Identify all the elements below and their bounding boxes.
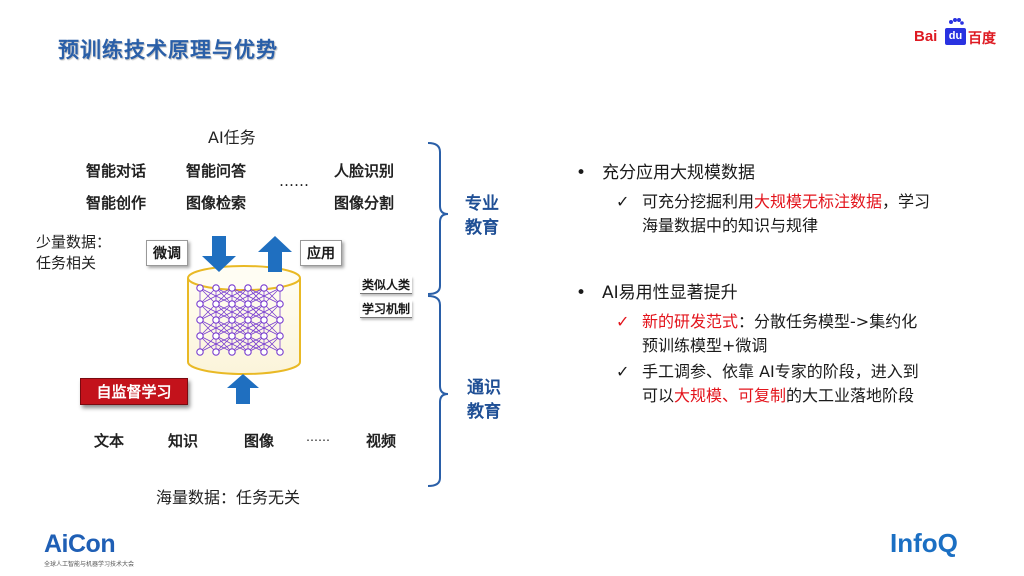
data-type-video: 视频 — [366, 432, 397, 450]
general-brace-icon — [427, 295, 449, 487]
aicon-subtitle: 全球人工智能与机器学习技术大会 — [44, 561, 135, 568]
apply-up-arrow-icon — [258, 236, 292, 272]
ellipsis-bottom: …… — [306, 430, 330, 444]
task-dialogue: 智能对话 — [86, 162, 147, 180]
neural-network-icon — [196, 284, 284, 356]
task-qa: 智能问答 — [186, 162, 247, 180]
baidu-logo: Bai du 百度 — [914, 18, 1004, 52]
humanlike-tag: 类似人类 — [360, 278, 413, 294]
baidu-logo-bai: Bai — [914, 28, 938, 45]
point-2-sub-2: ✓手工调参、依靠 AI专家的阶段，进入到 可以大规模、可复制的大工业落地阶段 — [616, 362, 919, 405]
task-image-retrieval: 图像检索 — [186, 194, 247, 212]
aicon-logo: AiCon — [44, 530, 116, 558]
pretrain-up-arrow-icon — [227, 374, 259, 404]
baidu-logo-du: du — [945, 28, 966, 45]
finetune-down-arrow-icon — [202, 236, 236, 272]
small-data-label: 少量数据： 任务相关 — [36, 233, 112, 272]
infoq-logo: InfoQ — [890, 528, 958, 558]
task-face-recognition: 人脸识别 — [334, 162, 395, 180]
point-1-sub-1: ✓可充分挖掘利用大规模无标注数据，学习 海量数据中的知识与规律 — [616, 192, 931, 235]
slide-title: 预训练技术原理与优势 — [58, 38, 278, 62]
point-2-heading: •AI易用性显著提升 — [576, 283, 738, 303]
task-creation: 智能创作 — [86, 194, 147, 212]
point-1-heading: •充分应用大规模数据 — [576, 163, 755, 183]
massive-data-label: 海量数据：任务无关 — [156, 488, 301, 507]
ellipsis-top: …… — [279, 172, 309, 190]
data-type-knowledge: 知识 — [168, 432, 199, 450]
baidu-logo-cn: 百度 — [968, 31, 996, 47]
self-supervised-learning-box: 自监督学习 — [80, 378, 188, 405]
professional-brace-icon — [427, 142, 449, 295]
general-education-label: 通识 教育 — [467, 378, 501, 422]
data-type-text: 文本 — [94, 432, 125, 450]
task-image-segmentation: 图像分割 — [334, 194, 395, 212]
data-type-image: 图像 — [244, 432, 275, 450]
paw-icon — [949, 18, 964, 25]
point-2-sub-1: ✓新的研发范式：分散任务模型->集约化 预训练模型+微调 — [616, 312, 918, 355]
ai-task-label: AI任务 — [208, 128, 256, 147]
professional-education-label: 专业 教育 — [465, 194, 499, 238]
apply-tag: 应用 — [300, 240, 342, 266]
finetune-tag: 微调 — [146, 240, 188, 266]
learning-mechanism-tag: 学习机制 — [360, 302, 413, 318]
